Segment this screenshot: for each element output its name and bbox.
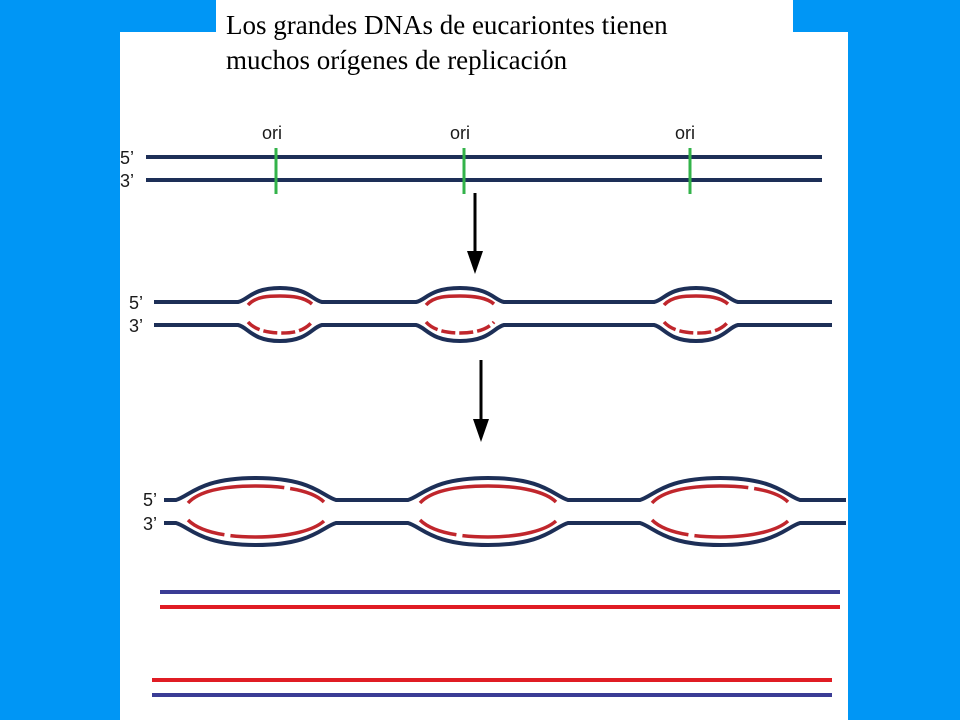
bubble-1-new-bottom: [246, 320, 314, 335]
strand-3-label-stage3: 3’: [143, 514, 157, 534]
bubble-3-new-bottom: [662, 320, 730, 335]
new-strands-stage3: [186, 484, 790, 539]
daughter-molecule-1: [160, 590, 840, 609]
bubble-2-new-top: [424, 294, 496, 307]
title-box: [216, 0, 793, 88]
bubble-6-new-bottom: [650, 518, 790, 539]
bubble-4-new-top: [186, 484, 326, 505]
bubble-3-new-top: [662, 294, 730, 307]
arrow-down-1: [467, 193, 483, 274]
bubble-2-new-bottom: [424, 320, 496, 335]
bubble-1-new-top: [246, 294, 314, 307]
parental-strand-top-stage3: [164, 475, 846, 502]
ori-label-2: ori: [450, 123, 470, 143]
bubble-4-new-bottom: [186, 518, 326, 539]
parental-strand-bottom-stage3: [164, 521, 846, 548]
ori-label-3: ori: [675, 123, 695, 143]
strand-3-label-stage1: 3’: [120, 171, 134, 191]
new-strands-stage2: [246, 294, 730, 335]
stage-2-early-bubbles: 5’ 3’: [129, 285, 832, 344]
bubble-6-new-top: [650, 484, 790, 505]
slide-title: Los grandes DNAs de eucariontes tienen m…: [226, 8, 668, 78]
slide-title-line-1: Los grandes DNAs de eucariontes tienen: [226, 10, 668, 40]
stage-1-unreplicated: 5’ 3’ ori ori ori: [120, 123, 822, 194]
ori-label-1: ori: [262, 123, 282, 143]
daughter-molecule-2: [152, 678, 832, 697]
parental-strand-top-stage2: [154, 285, 832, 304]
bubble-5-new-top: [418, 484, 558, 505]
parental-strand-bottom-stage2: [154, 323, 832, 344]
strand-5-label-stage3: 5’: [143, 490, 157, 510]
arrow-down-2: [473, 360, 489, 442]
strand-5-label-stage2: 5’: [129, 293, 143, 313]
stage-3-expanded-bubbles: 5’ 3’: [143, 475, 846, 548]
strand-5-label-stage1: 5’: [120, 148, 134, 168]
strand-3-label-stage2: 3’: [129, 316, 143, 336]
slide-title-line-2: muchos orígenes de replicación: [226, 45, 568, 75]
bubble-5-new-bottom: [418, 518, 558, 539]
